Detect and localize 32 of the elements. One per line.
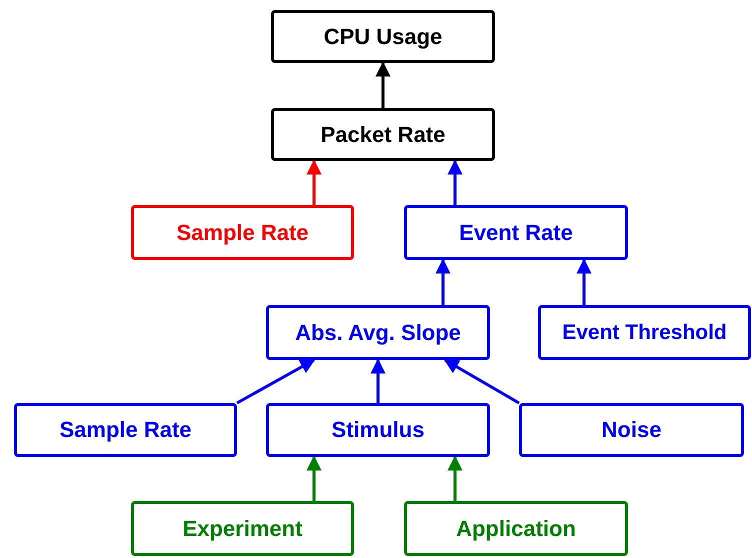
box-label: CPU Usage [324,24,442,50]
box-label: Abs. Avg. Slope [295,320,461,346]
process-box [519,403,744,457]
process-box [14,403,237,457]
box-label: Sample Rate [59,417,192,443]
process-box [404,501,628,556]
box-label: Packet Rate [320,122,446,148]
box-label: Application [456,516,576,542]
arrow [436,258,450,305]
arrow [448,160,462,205]
arrow [236,358,316,404]
box-label: Stimulus [332,417,424,443]
arrow [576,258,592,305]
process-box [271,10,495,63]
arrow [306,456,322,501]
process-box [131,501,354,556]
box-label: Experiment [182,516,302,542]
process-box [404,205,628,260]
process-box [271,108,495,161]
box-label: Event Rate [459,220,573,246]
process-box [266,403,490,457]
box-label: Event Threshold [562,320,727,344]
box-label: Sample Rate [176,220,309,246]
arrow [444,358,520,404]
process-box [131,205,354,260]
arrow [448,456,462,501]
process-box [538,305,751,360]
process-box [266,305,490,360]
box-label: Noise [602,417,662,443]
arrow [370,358,386,403]
arrow [306,160,322,205]
arrow [376,62,390,108]
